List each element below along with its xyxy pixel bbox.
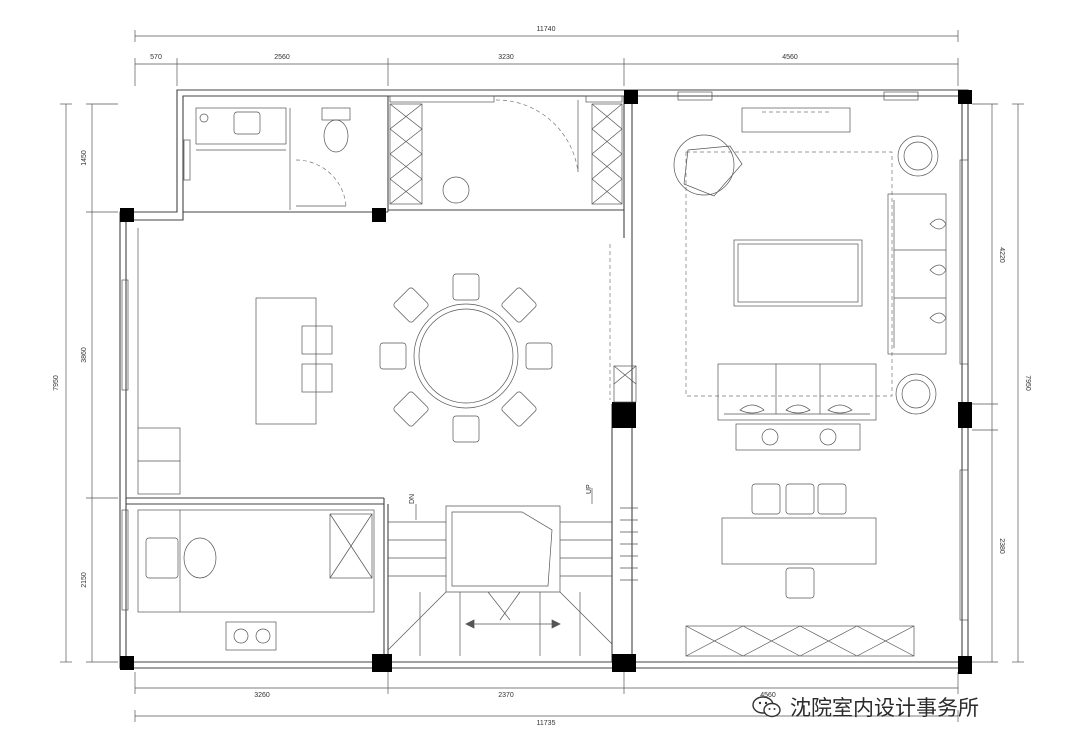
dining-area bbox=[137, 228, 637, 495]
cooktop bbox=[225, 621, 277, 651]
stair-up-label: UP bbox=[586, 484, 593, 494]
dim-left-seg-1: 1450 bbox=[81, 150, 88, 166]
dim-bottom-seg-2: 2370 bbox=[498, 692, 514, 699]
column bbox=[612, 402, 636, 428]
bathroom bbox=[195, 107, 351, 210]
windows bbox=[121, 91, 969, 621]
dim-left-seg-3: 2150 bbox=[81, 572, 88, 588]
column bbox=[958, 656, 972, 674]
round-dining-table bbox=[413, 303, 519, 409]
side-table bbox=[897, 135, 939, 177]
coffee-table bbox=[733, 239, 863, 307]
watermark: 沈院室内设计事务所 bbox=[752, 690, 979, 724]
dim-bottom-seg-3: 4560 bbox=[760, 692, 776, 699]
sofa-right bbox=[887, 193, 947, 355]
column bbox=[120, 208, 134, 222]
living-room bbox=[673, 107, 947, 657]
bar-stool bbox=[301, 363, 333, 393]
rug-outline bbox=[685, 151, 893, 397]
dim-top-seg-3: 3230 bbox=[498, 54, 514, 61]
walls bbox=[119, 89, 969, 669]
dim-right-total: 7950 bbox=[1024, 375, 1031, 391]
column bbox=[372, 654, 392, 672]
dim-left-total: 7950 bbox=[53, 375, 60, 391]
entry-door-swing bbox=[495, 99, 579, 173]
desk-chair bbox=[785, 483, 815, 515]
dim-top-total: 11740 bbox=[537, 26, 556, 33]
column bbox=[624, 90, 638, 104]
bar-stool bbox=[301, 325, 333, 355]
column bbox=[372, 208, 386, 222]
column bbox=[612, 654, 636, 672]
dim-bottom-total: 11735 bbox=[537, 720, 556, 727]
staircase bbox=[387, 488, 638, 656]
bathroom-door-swing bbox=[295, 159, 347, 207]
desk-chair bbox=[751, 483, 781, 515]
structural-columns bbox=[120, 90, 972, 674]
column bbox=[958, 90, 972, 104]
dimension-lines bbox=[60, 30, 1024, 722]
dim-top-seg-1: 570 bbox=[150, 54, 162, 61]
round-stool bbox=[442, 176, 470, 204]
storage-cabinet bbox=[685, 625, 915, 657]
watermark-text: 沈院室内设计事务所 bbox=[790, 696, 979, 720]
kitchen-island bbox=[255, 297, 317, 425]
dim-top-seg-4: 4560 bbox=[782, 54, 798, 61]
wechat-icon bbox=[752, 696, 781, 718]
sink bbox=[145, 537, 179, 579]
dim-right-seg-2: 2380 bbox=[998, 538, 1005, 554]
desk-chair bbox=[817, 483, 847, 515]
dining-chairs bbox=[379, 273, 553, 443]
stair-down-label: DN bbox=[409, 494, 416, 504]
lounge-chair bbox=[673, 134, 743, 197]
kitchen bbox=[137, 509, 375, 651]
column bbox=[120, 656, 134, 670]
desk bbox=[721, 517, 877, 565]
dim-left-seg-2: 3860 bbox=[81, 347, 88, 363]
sofa-bottom bbox=[717, 363, 877, 421]
column bbox=[958, 402, 972, 428]
desk-chair bbox=[785, 567, 815, 599]
dim-bottom-seg-1: 3260 bbox=[254, 692, 270, 699]
dim-top-seg-2: 2560 bbox=[274, 54, 290, 61]
side-table bbox=[895, 373, 937, 415]
dim-right-seg-1: 4220 bbox=[998, 247, 1005, 263]
tea-table bbox=[735, 423, 861, 451]
entry-hall bbox=[389, 95, 623, 205]
